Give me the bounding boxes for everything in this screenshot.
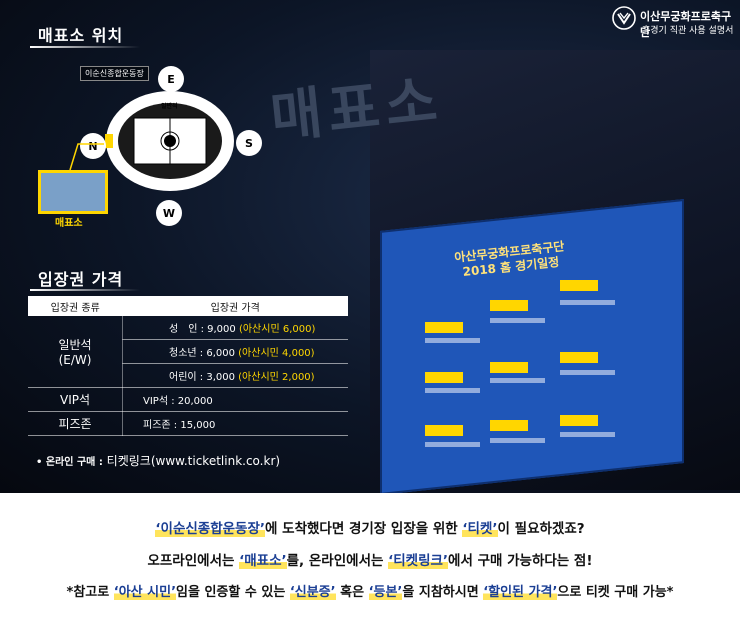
pizza-zone-label: 피즈존 (28, 411, 123, 436)
table-row: 어린이 : 3,000 (아산시민 2,000) (28, 363, 348, 388)
youth-discount: (아산시민 4,000) (238, 348, 315, 359)
board-cell (490, 362, 528, 373)
price-cell: 청소년 : 6,000 (아산시민 4,000) (122, 339, 348, 364)
club-emblem-icon (612, 6, 636, 30)
board-row (560, 300, 615, 305)
club-subtitle: 홈경기 직관 사용 설명서 (642, 26, 734, 36)
stand-top-label: 일반석 (161, 103, 178, 110)
board-row (425, 388, 480, 393)
highlight-ticketlink: ‘티켓링크’ (388, 553, 449, 569)
online-purchase: • 온라인 구매 : 티켓링크(www.ticketlink.co.kr) (36, 452, 280, 469)
online-purchase-value: 티켓링크(www.ticketlink.co.kr) (106, 454, 281, 468)
pizza-zone-price: 피즈존 : 15,000 (122, 411, 348, 436)
board-cell (425, 425, 463, 436)
caption-area: ‘이순신종합운동장’에 도착했다면 경기장 입장을 위한 ‘티켓’이 필요하겠죠… (0, 493, 740, 622)
location-title: 매표소 위치 (38, 26, 124, 45)
caption-text: 에 도착했다면 경기장 입장을 위한 (265, 521, 463, 537)
price-table: 입장권 종류 입장권 가격 일반석 (E/W) 성 인 : 9,000 (아산시… (28, 296, 348, 436)
caption-text: 으로 티켓 구매 가능* (557, 585, 674, 600)
child-discount: (아산시민 2,000) (238, 372, 315, 383)
youth-price: 청소년 : 6,000 (169, 348, 235, 359)
price-title-underline (30, 289, 140, 291)
board-cell (560, 352, 598, 363)
caption-text: 혹은 (335, 585, 369, 600)
online-purchase-key: • 온라인 구매 : (36, 457, 103, 468)
price-table-header: 입장권 종류 입장권 가격 (28, 296, 348, 316)
direction-north: N (80, 133, 106, 159)
pointer-line-icon (69, 143, 104, 171)
stand-vip-label: VIP석 (155, 180, 172, 187)
price-cell: 성 인 : 9,000 (아산시민 6,000) (122, 316, 348, 340)
caption-text: 이 필요하겠죠? (497, 521, 585, 537)
caption-line-1: ‘이순신종합운동장’에 도착했다면 경기장 입장을 위한 ‘티켓’이 필요하겠죠… (0, 517, 740, 537)
header-price: 입장권 가격 (122, 296, 348, 316)
board-cell (560, 415, 598, 426)
table-row: 청소년 : 6,000 (아산시민 4,000) (28, 339, 348, 364)
highlight-ticket: ‘티켓’ (462, 521, 498, 537)
board-row (490, 438, 545, 443)
club-name: 이산무궁화프로축구단 (640, 10, 732, 39)
adult-price: 성 인 : 9,000 (169, 324, 236, 335)
highlight-resident-copy: ‘등본’ (368, 585, 403, 600)
board-cell (490, 300, 528, 311)
table-row: VIP석 VIP석 : 20,000 (28, 387, 348, 412)
caption-line-2: 오프라인에서는 ‘매표소’를, 온라인에서는 ‘티켓링크’에서 구매 가능하다는… (0, 549, 740, 569)
board-row (425, 442, 480, 447)
direction-west: W (156, 200, 182, 226)
caption-text: 오프라인에서는 (147, 553, 240, 569)
direction-south: S (236, 130, 262, 156)
table-row: 피즈존 피즈존 : 15,000 (28, 411, 348, 436)
caption-text: 을 지참하시면 (402, 585, 484, 600)
board-cell (425, 372, 463, 383)
caption-text: 임을 인증할 수 있는 (176, 585, 290, 600)
board-row (425, 338, 480, 343)
board-row (560, 432, 615, 437)
location-title-underline (30, 46, 140, 48)
highlight-stadium: ‘이순신종합운동장’ (155, 521, 266, 537)
board-row (490, 378, 545, 383)
caption-text: 에서 구매 가능하다는 점! (448, 553, 593, 569)
general-seat-label: 일반석 (E/W) (28, 316, 123, 388)
table-row: 일반석 (E/W) 성 인 : 9,000 (아산시민 6,000) (28, 316, 348, 388)
highlight-id-card: ‘신분증’ (289, 585, 336, 600)
caption-text: *참고로 (66, 585, 114, 600)
ticket-office-thumbnail (38, 170, 108, 214)
direction-east: E (158, 66, 184, 92)
highlight-discount: ‘할인된 가격’ (483, 585, 558, 600)
header-type: 입장권 종류 (28, 296, 123, 316)
board-cell (425, 322, 463, 333)
stand-bottom-label: 일반석 (180, 183, 194, 189)
board-row (560, 370, 615, 375)
child-price: 어린이 : 3,000 (169, 372, 235, 383)
adult-discount: (아산시민 6,000) (238, 324, 316, 335)
highlight-citizen: ‘아산 시민’ (113, 585, 177, 600)
highlight-ticket-office: ‘매표소’ (239, 553, 287, 569)
vip-seat-label: VIP석 (28, 387, 123, 412)
price-title: 입장권 가격 (38, 270, 124, 289)
board-cell (490, 420, 528, 431)
stadium-map-icon (105, 91, 234, 191)
caption-text: 를, 온라인에서는 (286, 553, 389, 569)
price-cell: 어린이 : 3,000 (아산시민 2,000) (122, 363, 348, 388)
ticket-office-label: 매표소 (55, 218, 83, 229)
board-cell (560, 280, 598, 291)
caption-line-3: *참고로 ‘아산 시민’임을 인증할 수 있는 ‘신분증’ 혹은 ‘등본’을 지… (0, 581, 740, 600)
stadium-name: 이순신종합운동장 (80, 66, 149, 81)
board-row (490, 318, 545, 323)
vip-price: VIP석 : 20,000 (122, 387, 348, 412)
